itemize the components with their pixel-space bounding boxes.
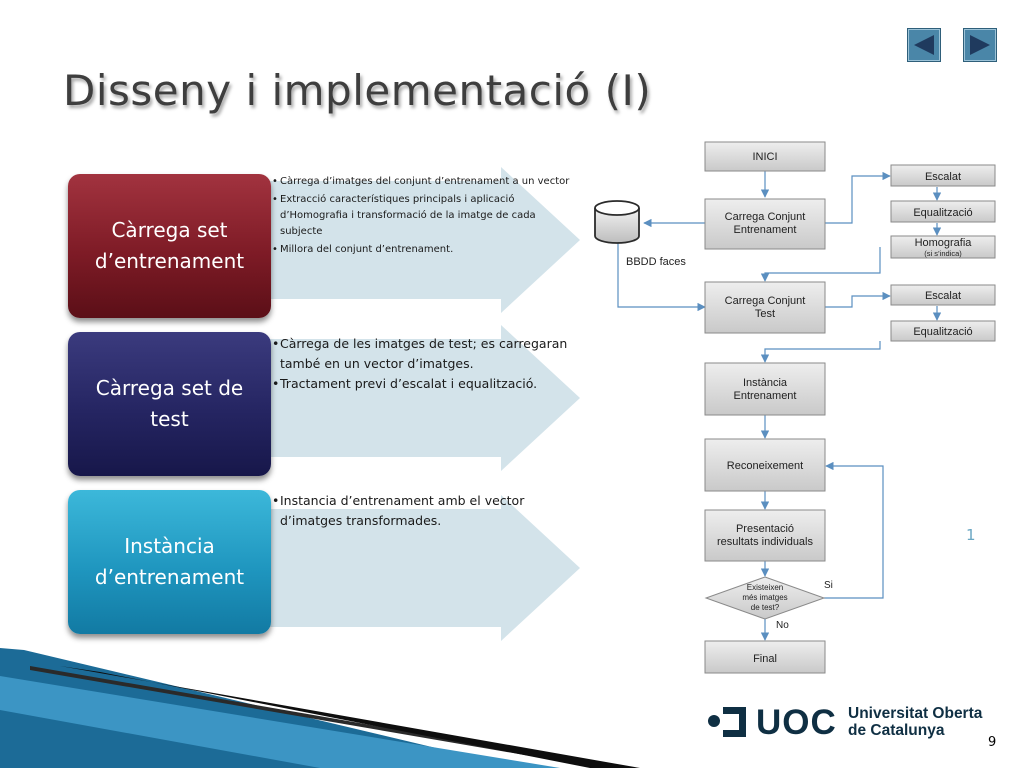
page-number: 9 (988, 735, 997, 750)
flow-label: Carrega Conjunt (725, 295, 806, 307)
flow-label: Homografia (915, 237, 973, 249)
step-3-bullets: Instancia d’entrenament amb el vector d’… (272, 491, 572, 531)
step-box-training-load: Càrrega set d’entrenament (68, 174, 271, 318)
slide-title: Disseny i implementació (I) (63, 66, 652, 115)
node-carrega-test (704, 281, 826, 334)
node-instancia (704, 362, 826, 416)
triangle-left-icon (914, 35, 934, 55)
next-slide-button[interactable] (963, 28, 997, 62)
uoc-logo: UOC Universitat Oberta de Catalunya (706, 702, 1006, 746)
bullet-item: Extracció característiques principals i … (272, 192, 572, 240)
step-1-bullets: Càrrega d’imatges del conjunt d’entrenam… (272, 174, 572, 260)
node-presentacio (704, 509, 826, 562)
node-final (704, 640, 826, 674)
node-escalat-1 (890, 164, 996, 187)
flow-label: Final (753, 653, 777, 665)
flow-label: Equalització (913, 326, 972, 338)
step-box-test-load: Càrrega set de test (68, 332, 271, 476)
flow-label: Escalat (925, 290, 961, 302)
stray-mark: 1 (966, 526, 976, 544)
flow-label-inici: INICI (752, 151, 777, 163)
flow-label: Carrega Conjunt (725, 211, 806, 223)
node-reconeixement (704, 438, 826, 492)
decorative-stripes (0, 648, 640, 768)
flow-arrow (825, 291, 891, 308)
flow-label: Entrenament (734, 390, 797, 402)
triangle-right-icon (970, 35, 990, 55)
bullet-item: Càrrega de les imatges de test; es carre… (272, 334, 577, 374)
uoc-logo-mark-icon (708, 707, 746, 737)
flow-label: Escalat (925, 171, 961, 183)
flow-label: de test? (751, 603, 780, 612)
flow-label-bbdd: BBDD faces (626, 256, 686, 268)
flow-label-si: Si (824, 580, 833, 591)
uoc-name-line-1: Universitat Oberta (848, 705, 983, 722)
uoc-logo-wordmark: UOC (756, 703, 837, 742)
flow-arrow (617, 243, 706, 312)
flow-arrow (825, 171, 891, 224)
step-label: Instància d’entrenament (94, 534, 245, 589)
step-arrow-3 (258, 495, 580, 641)
flow-label: Reconeixement (727, 460, 803, 472)
flow-label: Test (755, 308, 775, 320)
flow-arrow (824, 461, 884, 599)
node-homografia (890, 235, 996, 259)
step-2-bullets: Càrrega de les imatges de test; es carre… (272, 334, 577, 394)
flow-arrow (760, 341, 881, 363)
flow-label-note: (si s’indica) (924, 249, 962, 258)
node-equalitzacio-2 (890, 320, 996, 342)
flow-label: Entrenament (734, 224, 797, 236)
flow-arrow (760, 247, 881, 282)
node-inici (704, 141, 826, 172)
flow-label: Existeixen (747, 583, 783, 592)
bullet-item: Instancia d’entrenament amb el vector d’… (272, 491, 572, 531)
bullet-item: Millora del conjunt d’entrenament. (272, 242, 572, 258)
bullet-item: Càrrega d’imatges del conjunt d’entrenam… (272, 174, 572, 190)
flow-label: Instància (743, 377, 788, 389)
node-decision (704, 576, 826, 620)
uoc-name-line-2: de Catalunya (848, 722, 945, 739)
flow-label: més imatges (742, 593, 787, 602)
flow-label: Presentació (736, 523, 794, 535)
flow-label-no: No (776, 620, 789, 631)
step-box-training-instance: Instància d’entrenament (68, 490, 271, 634)
flow-label: Equalització (913, 207, 972, 219)
previous-slide-button[interactable] (907, 28, 941, 62)
step-label: Càrrega set de test (95, 376, 244, 431)
node-carrega-entrenament (704, 198, 826, 250)
flow-label: resultats individuals (717, 536, 813, 548)
bullet-item: Tractament previ d’escalat i equalitzaci… (272, 374, 577, 394)
database-icon (594, 200, 640, 244)
flowchart: INICI Carrega Conjunt Entrenament Escala… (594, 141, 996, 674)
uoc-logo-name: Universitat Oberta de Catalunya (848, 705, 982, 739)
node-equalitzacio-1 (890, 200, 996, 223)
node-escalat-2 (890, 284, 996, 306)
step-label: Càrrega set d’entrenament (94, 218, 245, 273)
